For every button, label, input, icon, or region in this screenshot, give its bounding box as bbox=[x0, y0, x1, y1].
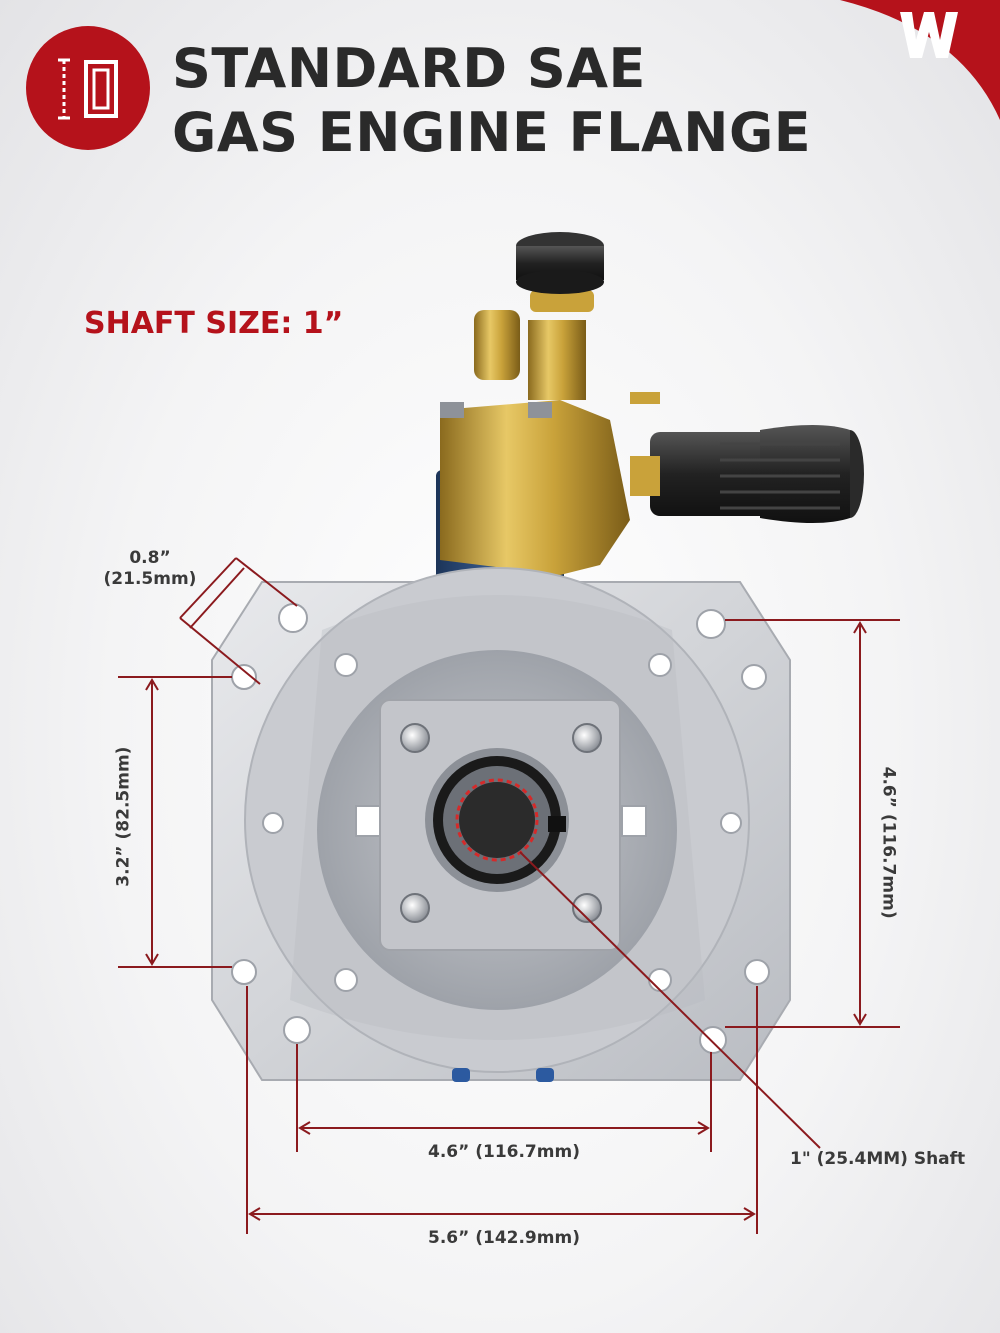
dimension-lines bbox=[118, 557, 900, 1234]
right-height-dimension: 4.6” (116.7mm) bbox=[878, 766, 899, 919]
outer-width-dimension: 5.6” (142.9mm) bbox=[428, 1228, 580, 1248]
hole-diameter-mm: (21.5mm) bbox=[103, 569, 197, 590]
hole-diameter-label: 0.8” (21.5mm) bbox=[100, 548, 200, 591]
page-title-line-2: GAS ENGINE FLANGE bbox=[172, 101, 812, 164]
flange-measurement-icon bbox=[26, 26, 150, 150]
left-height-dimension: 3.2” (82.5mm) bbox=[113, 746, 134, 887]
shaft-diameter-dimension: 1" (25.4MM) Shaft bbox=[790, 1149, 966, 1169]
shaft-size-label: SHAFT SIZE: 1” bbox=[84, 306, 344, 341]
page-title-line-1: STANDARD SAE bbox=[172, 37, 646, 100]
brand-corner-mark bbox=[840, 0, 1000, 120]
flange-plate bbox=[211, 567, 791, 1082]
hole-diameter-inches: 0.8” bbox=[129, 548, 171, 568]
inner-width-dimension: 4.6” (116.7mm) bbox=[428, 1142, 580, 1162]
